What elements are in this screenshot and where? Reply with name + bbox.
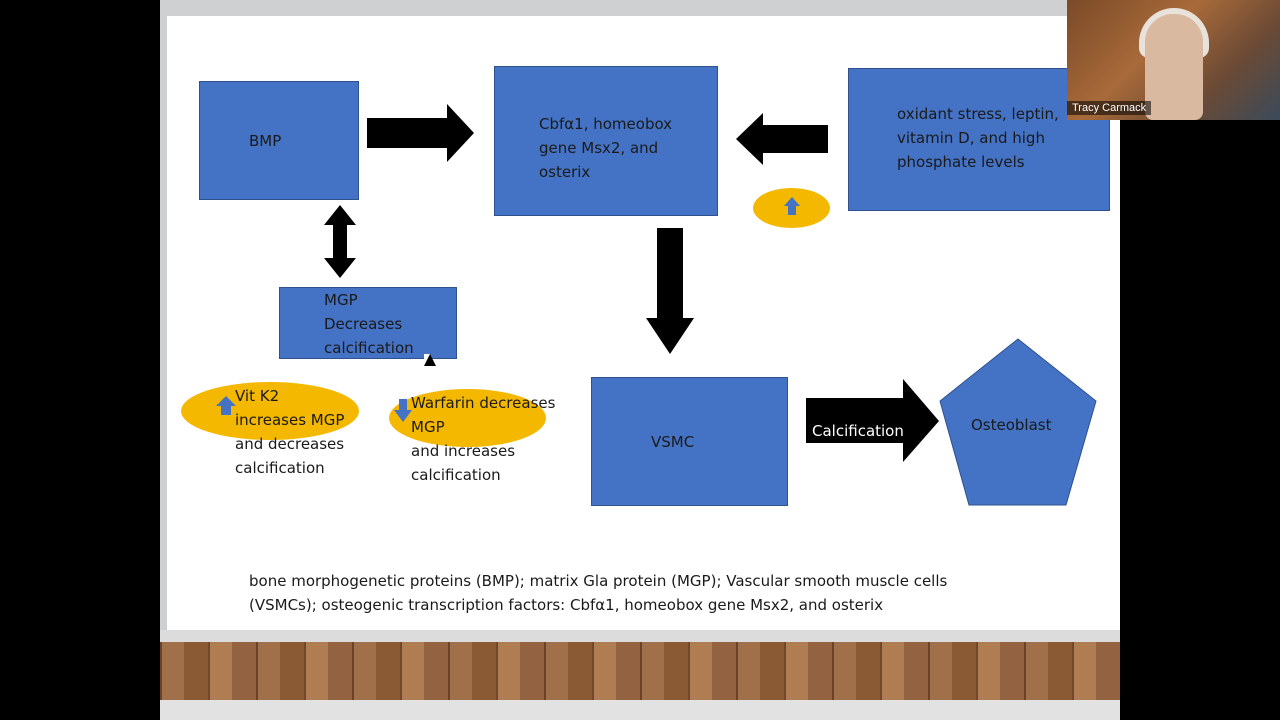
calcification-label: Calcification [812, 422, 904, 440]
vitk2-up-arrow-icon [216, 396, 236, 415]
participant-name-label: Tracy Carmack [1067, 101, 1152, 115]
arrow-bmp-to-cbfa [367, 104, 474, 162]
bmp-label: BMP [249, 132, 282, 150]
oxidant-label: oxidant stress, leptin, vitamin D, and h… [897, 105, 1059, 171]
participant-figure [1145, 14, 1203, 120]
mgp-box: MGP Decreases calcification [279, 287, 457, 359]
up-arrow-icon [784, 197, 800, 215]
arrow-oxidant-to-cbfa [736, 113, 828, 165]
vitk2-ellipse [181, 382, 359, 440]
participant-video-thumbnail[interactable]: Tracy Carmack [1067, 0, 1280, 120]
slide-caption: bone morphogenetic proteins (BMP); matri… [249, 572, 948, 614]
osteoblast-label: Osteoblast [971, 416, 1052, 434]
arrow-bmp-mgp-double [324, 205, 356, 278]
vitk2-text: Vit K2 increases MGP and decreases calci… [235, 387, 345, 477]
floor-shadow [160, 630, 1120, 642]
mgp-label: MGP Decreases calcification [324, 291, 414, 357]
vsmc-box: VSMC [591, 377, 788, 506]
warfarin-text: Warfarin decreases MGP and increases cal… [411, 394, 556, 484]
cbfa-box: Cbfα1, homeobox gene Msx2, and osterix [494, 66, 718, 216]
wood-floor-background [160, 642, 1120, 700]
osteoblast-pentagon [939, 338, 1097, 506]
warfarin-ellipse [389, 389, 546, 447]
mouse-cursor-icon [424, 354, 436, 366]
calcification-arrow [806, 379, 939, 462]
arrow-cbfa-to-vsmc [646, 228, 694, 354]
bmp-box: BMP [199, 81, 359, 200]
vsmc-label: VSMC [651, 433, 695, 451]
oxidant-box: oxidant stress, leptin, vitamin D, and h… [848, 68, 1110, 211]
floor-bottom-edge [160, 700, 1120, 720]
warfarin-down-arrow-icon [394, 399, 412, 422]
cbfa-label: Cbfα1, homeobox gene Msx2, and osterix [539, 115, 673, 181]
